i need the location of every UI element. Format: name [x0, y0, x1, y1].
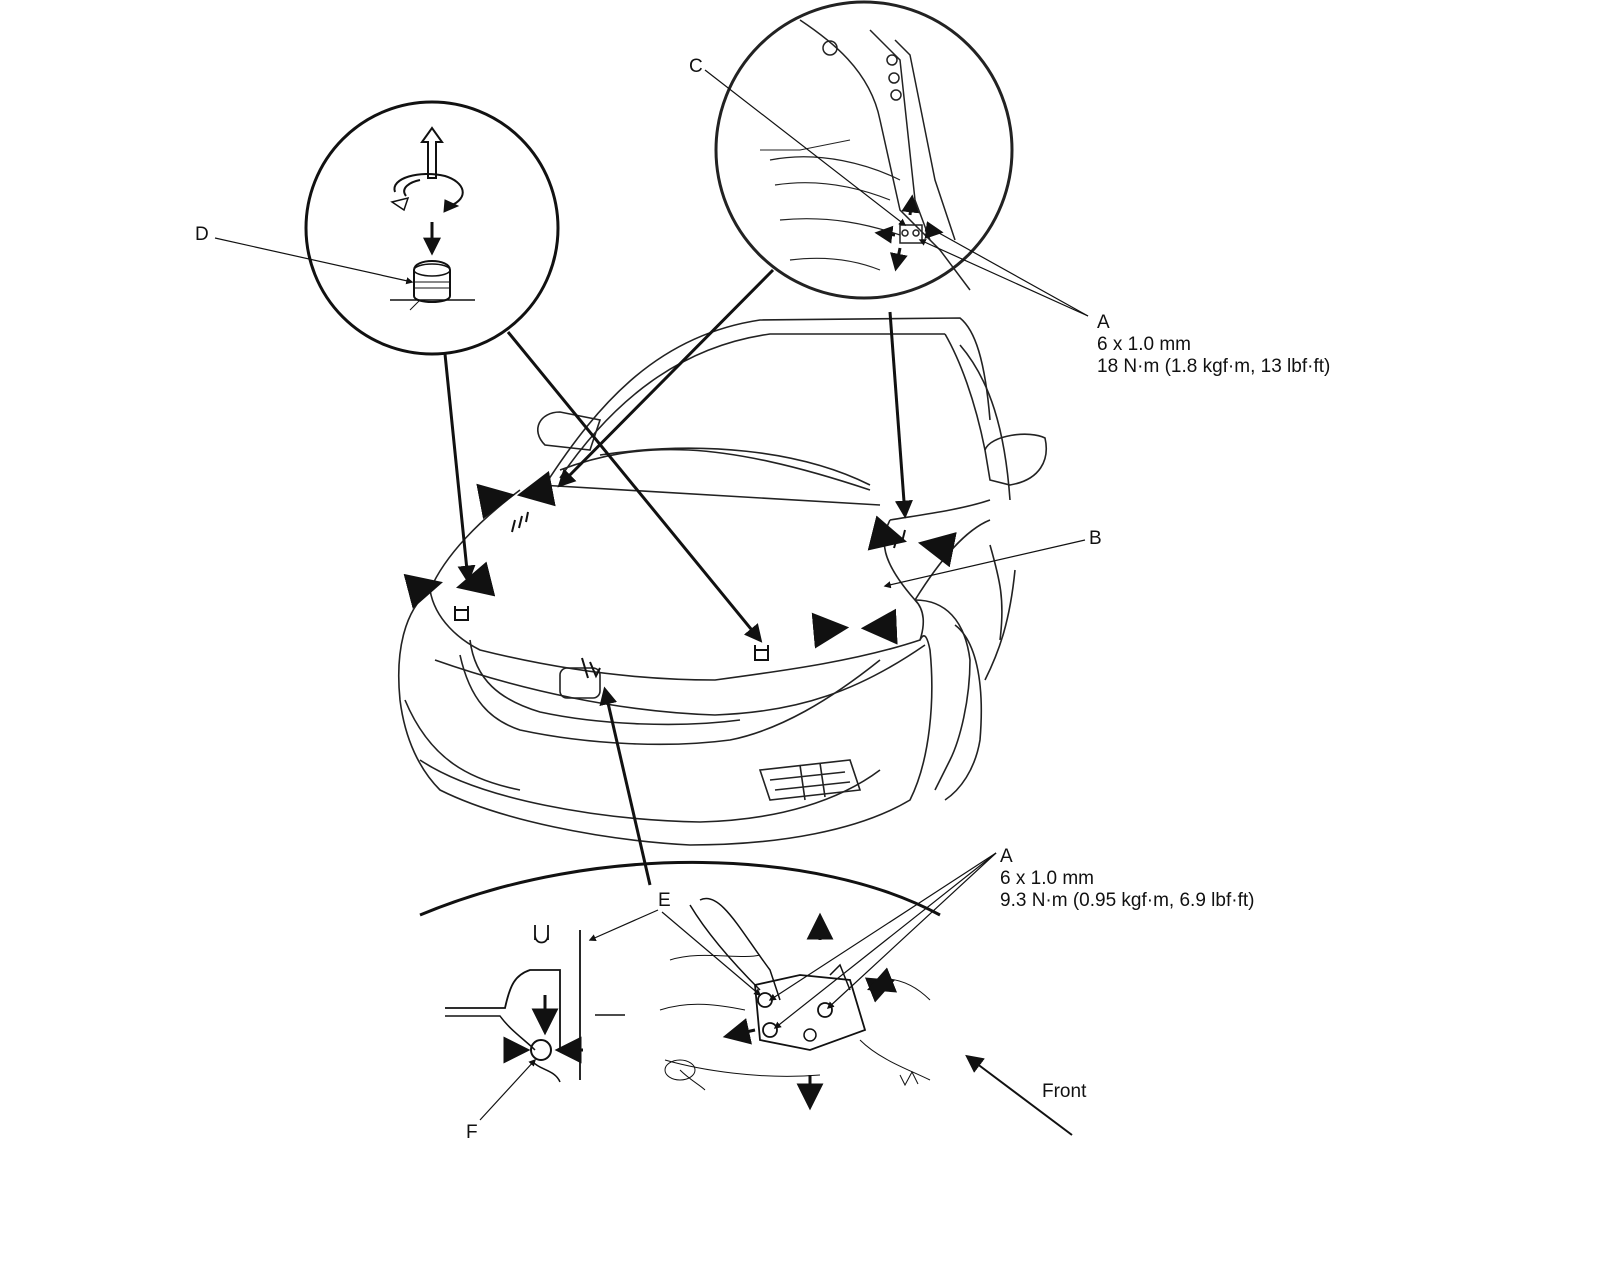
- callout-c: C: [689, 56, 703, 77]
- spec-upper-size: 6 x 1.0 mm: [1097, 334, 1191, 355]
- hinge-adjust-arrows: [874, 194, 944, 272]
- leader-lines: [214, 69, 1089, 1121]
- callout-d: D: [195, 224, 209, 245]
- torque-spec-upper: A 6 x 1.0 mm 18 N·m (1.8 kgf·m, 13 lbf·f…: [1097, 312, 1330, 378]
- bumper-detail-circle: [304, 100, 560, 356]
- car-outline: [397, 317, 1047, 846]
- callout-b: B: [1089, 528, 1102, 549]
- spec-upper-label: A: [1097, 312, 1110, 333]
- spec-upper-torque: 18 N·m (1.8 kgf·m, 13 lbf·ft): [1097, 356, 1331, 377]
- torque-spec-lower: A 6 x 1.0 mm 9.3 N·m (0.95 kgf·m, 6.9 lb…: [1000, 846, 1254, 912]
- callout-f: F: [466, 1122, 478, 1143]
- spec-lower-size: 6 x 1.0 mm: [1000, 868, 1094, 889]
- connector-arrows: [443, 268, 913, 886]
- latch-adjust-arrows: [503, 912, 898, 1111]
- spec-lower-label: A: [1000, 846, 1013, 867]
- front-direction-arrow: [965, 1054, 1073, 1136]
- hinge-detail-circle: [714, 0, 1014, 300]
- latch-detail: [419, 861, 941, 1091]
- hood-markers: [454, 511, 906, 679]
- front-direction-label: Front: [1042, 1081, 1087, 1102]
- callout-e: E: [658, 890, 671, 911]
- spec-lower-torque: 9.3 N·m (0.95 kgf·m, 6.9 lbf·ft): [1000, 890, 1255, 911]
